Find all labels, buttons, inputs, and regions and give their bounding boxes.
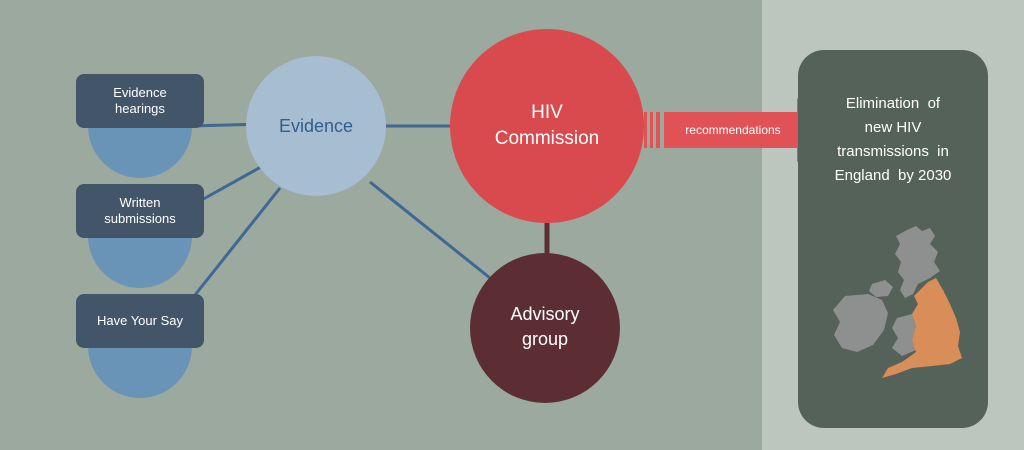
map-wales: [892, 314, 916, 356]
input-box-haveyoursay: [76, 294, 204, 348]
arrow-body: [664, 98, 832, 162]
commission-label: HIV Commission: [494, 102, 600, 149]
arrow-stripe-3: [656, 112, 660, 148]
recommendations-label: recommendations: [685, 122, 781, 137]
recommendations-arrow: [644, 98, 832, 162]
connector-evidence-advisory: [369, 180, 491, 280]
evidence-label: Evidence: [278, 115, 354, 136]
map-ireland: [833, 294, 888, 352]
input-label-haveyoursay: Have Your Say: [96, 312, 183, 328]
connector-submissions-evidence: [197, 161, 269, 204]
map-england: [882, 278, 962, 378]
advisory-label: Advisory group: [510, 303, 580, 349]
input-cup-submissions: [88, 236, 192, 288]
map-scotland: [895, 226, 940, 298]
input-box-submissions: [76, 184, 204, 238]
input-box-hearings: [76, 74, 204, 128]
connector-sayyours-evidence: [193, 187, 282, 296]
advisory-circle: [470, 253, 620, 403]
input-cup-hearings: [88, 126, 192, 178]
arrow-stripe-2: [650, 112, 653, 148]
input-label-hearings: Evidence hearings: [113, 84, 167, 116]
evidence-circle: [246, 56, 386, 196]
connectors: [189, 122, 491, 296]
commission-circle: [450, 29, 644, 223]
input-label-submissions: Written submissions: [104, 194, 176, 226]
uk-map-icon: [833, 226, 962, 378]
map-northern-ireland: [869, 280, 893, 297]
arrow-stripe-1: [644, 112, 647, 148]
input-cup-haveyoursay: [88, 346, 192, 398]
goal-label: Elimination of new HIV transmissions in …: [834, 95, 952, 184]
